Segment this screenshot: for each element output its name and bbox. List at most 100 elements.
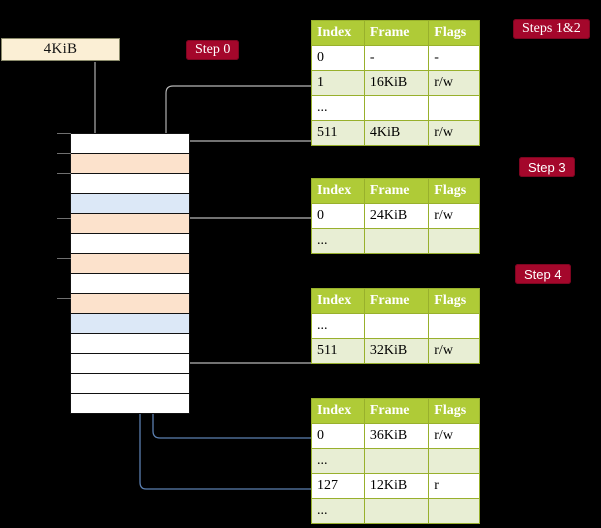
cell-frame bbox=[363, 95, 430, 121]
memory-frame-row bbox=[70, 173, 190, 194]
cell-flags: r bbox=[428, 473, 480, 499]
cell-frame: 12KiB bbox=[363, 473, 430, 499]
cell-flags bbox=[428, 313, 480, 339]
memory-frame-row bbox=[70, 253, 190, 274]
cell-index: 127 bbox=[311, 473, 365, 499]
memory-frame-row bbox=[70, 233, 190, 254]
memory-frame-row bbox=[70, 213, 190, 234]
cell-flags bbox=[428, 448, 480, 474]
cell-frame: 32KiB bbox=[363, 338, 430, 364]
column-header-flags: Flags bbox=[428, 20, 480, 46]
cell-index: ... bbox=[311, 313, 365, 339]
memory-tick bbox=[57, 153, 71, 154]
table-row: ... bbox=[311, 313, 480, 339]
badge-step-0-label: Step 0 bbox=[195, 42, 231, 57]
cell-frame: 16KiB bbox=[363, 70, 430, 96]
column-header-frame: Frame bbox=[363, 20, 430, 46]
table-row: ... bbox=[311, 228, 480, 254]
column-header-flags: Flags bbox=[428, 178, 480, 204]
cell-index: ... bbox=[311, 228, 365, 254]
memory-frame-row bbox=[70, 153, 190, 174]
column-header-index: Index bbox=[311, 178, 365, 204]
badge-step-3-label: Step 3 bbox=[528, 159, 566, 175]
wire-level0-row1 bbox=[165, 85, 311, 152]
memory-frame-row bbox=[70, 373, 190, 394]
cell-index: 511 bbox=[311, 120, 365, 146]
cell-frame: 24KiB bbox=[363, 203, 430, 229]
memory-tick bbox=[57, 218, 71, 219]
column-header-flags: Flags bbox=[428, 398, 480, 424]
column-header-frame: Frame bbox=[363, 398, 430, 424]
source-frame-box: 4KiB bbox=[1, 38, 120, 61]
memory-tick bbox=[57, 133, 71, 134]
badge-steps-1-2-label: Steps 1&2 bbox=[522, 21, 581, 36]
cell-flags: r/w bbox=[428, 120, 480, 146]
cell-flags: r/w bbox=[428, 338, 480, 364]
cell-frame: - bbox=[363, 45, 430, 71]
cell-frame: 4KiB bbox=[363, 120, 430, 146]
cell-flags bbox=[428, 95, 480, 121]
memory-frame-row bbox=[70, 313, 190, 334]
memory-frame-row bbox=[70, 273, 190, 294]
table-row: ... bbox=[311, 498, 480, 524]
memory-frame-row bbox=[70, 133, 190, 154]
cell-frame bbox=[363, 498, 430, 524]
cell-flags: r/w bbox=[428, 203, 480, 229]
cell-frame bbox=[363, 313, 430, 339]
memory-frame-row bbox=[70, 393, 190, 414]
column-header-frame: Frame bbox=[363, 178, 430, 204]
wire-level3-row127 bbox=[133, 210, 311, 490]
cell-index: 0 bbox=[311, 203, 365, 229]
cell-flags: - bbox=[428, 45, 480, 71]
cell-frame bbox=[363, 228, 430, 254]
cell-frame bbox=[363, 448, 430, 474]
cell-flags: r/w bbox=[428, 70, 480, 96]
cell-flags bbox=[428, 498, 480, 524]
cell-index: ... bbox=[311, 448, 365, 474]
column-header-index: Index bbox=[311, 398, 365, 424]
badge-step-0: Step 0 bbox=[186, 40, 240, 60]
source-frame-label: 4KiB bbox=[43, 41, 78, 57]
wire-level3-row0 bbox=[146, 329, 311, 439]
badge-step-4-label: Step 4 bbox=[524, 266, 562, 282]
memory-tick bbox=[57, 298, 71, 299]
badge-steps-1-2: Steps 1&2 bbox=[513, 19, 590, 39]
memory-frame-row bbox=[70, 193, 190, 214]
table-row: ... bbox=[311, 448, 480, 474]
memory-frame-row bbox=[70, 353, 190, 374]
badge-step-4: Step 4 bbox=[515, 264, 571, 284]
column-header-index: Index bbox=[311, 288, 365, 314]
cell-flags: r/w bbox=[428, 423, 480, 449]
physical-memory-column bbox=[70, 133, 190, 416]
memory-frame-row bbox=[70, 333, 190, 354]
table-row: 0-- bbox=[311, 45, 480, 71]
cell-index: 511 bbox=[311, 338, 365, 364]
cell-frame: 36KiB bbox=[363, 423, 430, 449]
memory-tick bbox=[57, 173, 71, 174]
cell-index: 0 bbox=[311, 45, 365, 71]
cell-index: 0 bbox=[311, 423, 365, 449]
memory-frame-row bbox=[70, 293, 190, 314]
column-header-flags: Flags bbox=[428, 288, 480, 314]
column-header-frame: Frame bbox=[363, 288, 430, 314]
cell-index: 1 bbox=[311, 70, 365, 96]
wire-level1-row0 bbox=[173, 217, 311, 262]
column-header-index: Index bbox=[311, 20, 365, 46]
cell-index: ... bbox=[311, 498, 365, 524]
badge-step-3: Step 3 bbox=[519, 157, 575, 177]
cell-flags bbox=[428, 228, 480, 254]
